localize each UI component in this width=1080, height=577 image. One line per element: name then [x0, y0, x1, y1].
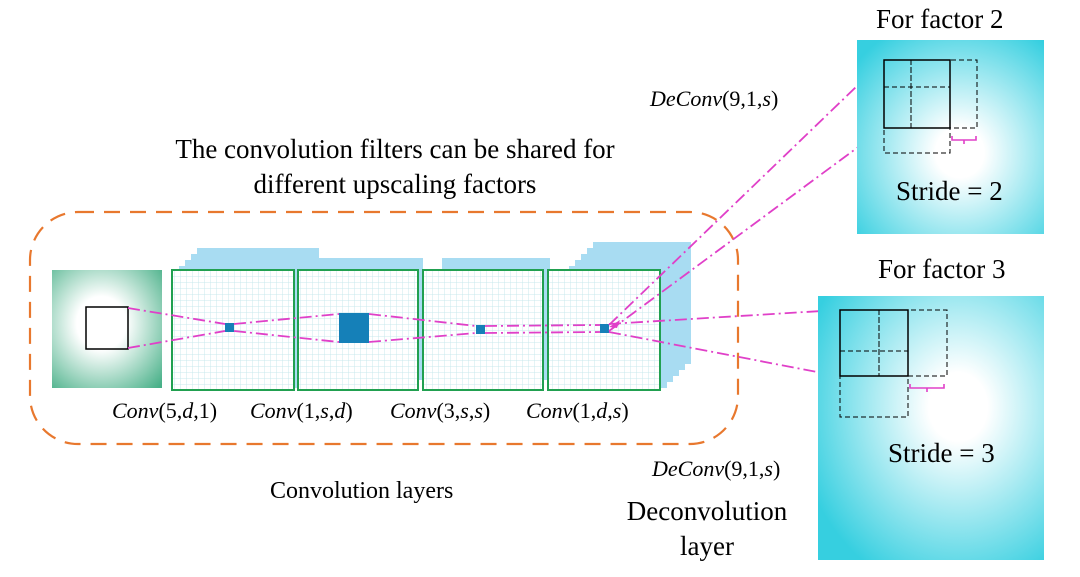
- conv-3-arg-1: s: [460, 398, 469, 423]
- factor-3-kernel: [839, 309, 948, 418]
- conv-4-arg-0: 1: [579, 398, 591, 423]
- conv-layers-frame: [28, 210, 740, 446]
- conv-3-name: Conv: [390, 398, 437, 423]
- conv-section-label: Convolution layers: [270, 478, 454, 504]
- factor-3-stride: Stride = 3: [888, 438, 995, 468]
- deconv-bottom-arg-0: 9: [731, 456, 743, 481]
- factor-3-title: For factor 3: [878, 254, 1006, 284]
- stride-bracket-2: [951, 136, 977, 144]
- kernel-3: [476, 325, 485, 334]
- kernel-1: [225, 323, 234, 332]
- conv-3-arg-0: 3: [443, 398, 455, 423]
- conv-4-arg-2: s: [612, 398, 622, 423]
- shared-filters-caption: The convolution filters can be shared fo…: [130, 132, 660, 202]
- conv-1-arg-0: 5: [165, 398, 177, 423]
- conv-4-name: Conv: [526, 398, 573, 423]
- deconv-top-name: DeConv: [650, 86, 723, 111]
- deconv-layer-label: Deconvolution layer: [592, 494, 822, 564]
- factor-2-title: For factor 2: [876, 4, 1004, 34]
- conv-label-1: Conv(5,d,1): [112, 398, 218, 423]
- conv-connectors: [127, 307, 601, 349]
- conv-2-arg-1: s: [320, 398, 329, 423]
- stride-bracket-3: [909, 384, 945, 392]
- deconv-top-arg-1: 1: [745, 86, 757, 111]
- conv-1-arg-2: 1: [198, 398, 210, 423]
- input-patch: [85, 306, 129, 350]
- conv-2-arg-2: d: [334, 398, 346, 423]
- deconv-bottom-name: DeConv: [652, 456, 725, 481]
- deconv-bottom-label: DeConv(9,1,s): [652, 456, 781, 481]
- deconv-top-arg-0: 9: [729, 86, 741, 111]
- arrowhead: [609, 320, 620, 328]
- shared-caption-line-2: different upscaling factors: [253, 169, 537, 199]
- deconv-connectors: [608, 59, 885, 377]
- deconv-top-label: DeConv(9,1,s): [650, 86, 779, 111]
- deconv-label-line-1: Deconvolution: [626, 496, 788, 526]
- conv-2-arg-0: 1: [303, 398, 315, 423]
- factor-2-stride: Stride = 2: [896, 176, 1003, 206]
- conv-4-arg-1: d: [596, 398, 608, 423]
- input-image: [52, 270, 162, 388]
- kernel-2: [339, 313, 369, 343]
- conv-label-2: Conv(1,s,d): [250, 398, 353, 423]
- conv-1-name: Conv: [112, 398, 159, 423]
- kernel-4: [600, 324, 609, 333]
- conv-2-name: Conv: [250, 398, 297, 423]
- conv-3-arg-2: s: [474, 398, 483, 423]
- deconv-label-line-2: layer: [680, 531, 734, 561]
- output-factor-3: [818, 296, 1044, 560]
- factor-2-kernel: [883, 59, 978, 154]
- deconv-top-arg-2: s: [762, 86, 771, 111]
- conv-label-3: Conv(3,s,s): [390, 398, 491, 423]
- deconv-bottom-arg-1: 1: [747, 456, 759, 481]
- conv-label-4: Conv(1,d,s): [526, 398, 629, 423]
- conv-1-arg-1: d: [182, 398, 194, 423]
- shared-caption-line-1: The convolution filters can be shared fo…: [175, 134, 615, 164]
- deconv-bottom-arg-2: s: [764, 456, 773, 481]
